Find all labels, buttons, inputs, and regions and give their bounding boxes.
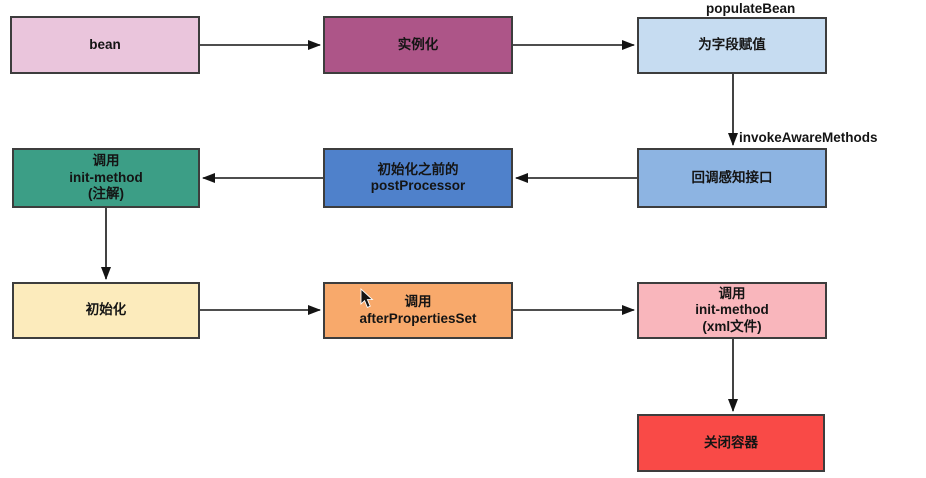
node-instantiate-label: 实例化	[397, 36, 439, 52]
node-pre-init-postprocessor[interactable]: 初始化之前的 postProcessor	[323, 148, 513, 208]
mouse-cursor-icon	[360, 288, 374, 308]
node-instantiate[interactable]: 实例化	[323, 16, 513, 74]
node-callback-aware-label: 回调感知接口	[691, 169, 773, 185]
node-initialize-label: 初始化	[85, 302, 127, 318]
node-init-method-xml-label: 调用 init-method (xml文件)	[695, 285, 769, 334]
node-pre-init-postprocessor-label: 初始化之前的 postProcessor	[370, 161, 466, 193]
node-close-container[interactable]: 关闭容器	[637, 414, 825, 472]
node-bean[interactable]: bean	[10, 16, 200, 74]
node-populate-fields[interactable]: 为字段赋值	[637, 17, 827, 74]
node-init-method-xml[interactable]: 调用 init-method (xml文件)	[637, 282, 827, 339]
node-after-properties-set-label: 调用 afterPropertiesSet	[359, 294, 477, 326]
invoke-aware-methods-annotation: invokeAwareMethods	[739, 130, 878, 145]
node-after-properties-set[interactable]: 调用 afterPropertiesSet	[323, 282, 513, 339]
node-bean-label: bean	[89, 36, 121, 52]
node-callback-aware[interactable]: 回调感知接口	[637, 148, 827, 208]
node-close-container-label: 关闭容器	[704, 434, 758, 450]
node-init-method-annotation-label: 调用 init-method (注解)	[69, 153, 143, 202]
node-populate-fields-label: 为字段赋值	[698, 37, 766, 53]
node-init-method-annotation[interactable]: 调用 init-method (注解)	[12, 148, 200, 208]
node-initialize[interactable]: 初始化	[12, 282, 200, 339]
populate-bean-annotation: populateBean	[706, 1, 796, 16]
